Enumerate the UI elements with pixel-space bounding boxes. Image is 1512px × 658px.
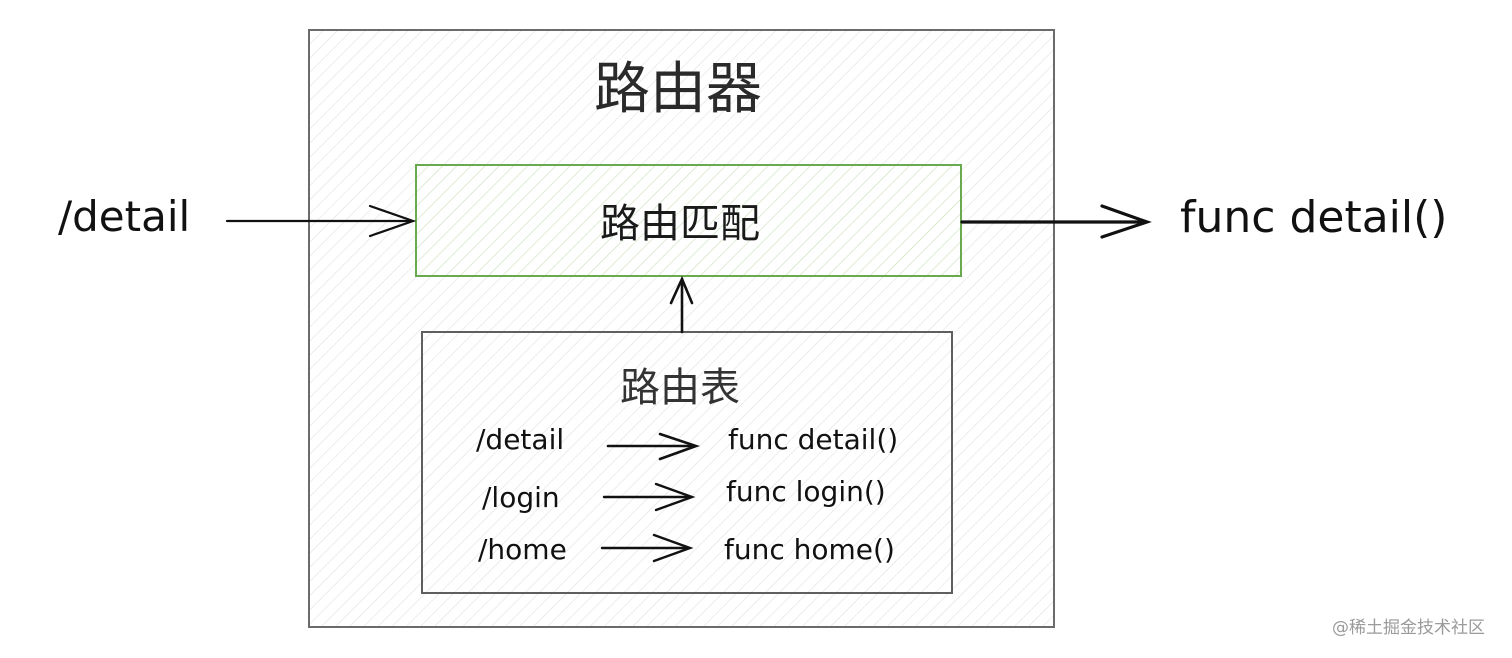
router-title: 路由器 [594, 57, 762, 122]
route-path-home: /home [478, 533, 567, 566]
route-table-title: 路由表 [620, 365, 740, 411]
route-arrow-detail [606, 432, 700, 461]
route-func-home: func home() [724, 533, 895, 566]
route-func-detail: func detail() [728, 423, 899, 456]
input-path-label: /detail [58, 192, 191, 241]
input-arrow [225, 204, 417, 238]
match-box-fill [417, 166, 960, 275]
route-func-login: func login() [726, 475, 886, 508]
watermark: @稀土掘金技术社区 [1332, 618, 1485, 638]
match-title: 路由匹配 [600, 201, 760, 247]
match-box-border [415, 164, 962, 277]
output-arrow [960, 204, 1152, 239]
route-arrow-login [602, 482, 696, 512]
route-arrow-home [600, 533, 694, 563]
table-box-border [421, 331, 953, 594]
router-box-border [308, 29, 1055, 628]
route-path-login: /login [482, 481, 560, 514]
output-func-label: func detail() [1180, 192, 1448, 243]
table-to-match-arrow [669, 275, 694, 334]
route-path-detail: /detail [476, 423, 565, 456]
